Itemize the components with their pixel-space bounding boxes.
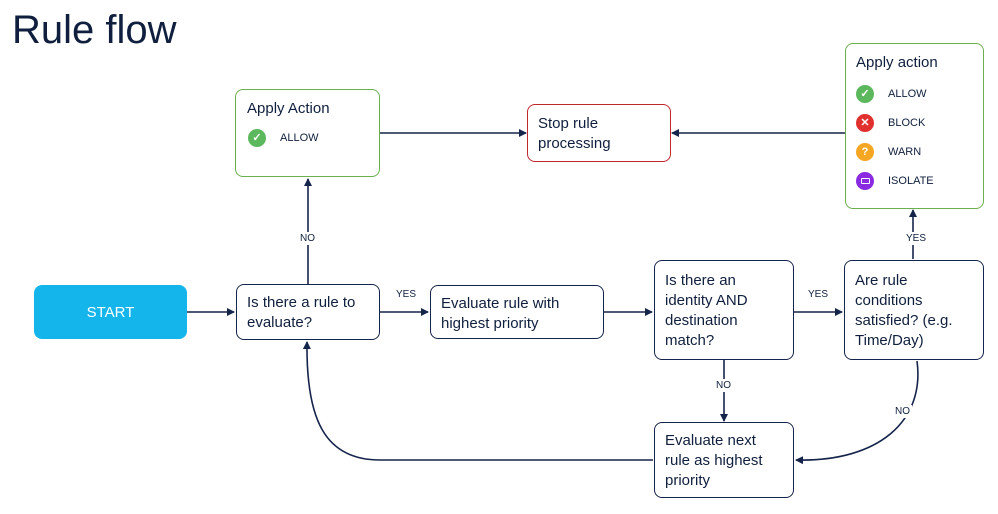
check-icon: ✓: [856, 84, 874, 103]
node-conditions: Are rule conditions satisfied? (e.g. Tim…: [844, 260, 984, 360]
action-label: ALLOW: [888, 87, 927, 100]
isolate-icon: [856, 171, 874, 190]
node-text: Is there a rule to evaluate?: [247, 294, 356, 331]
action-isolate: ISOLATE: [856, 166, 983, 195]
action-block: ✕ BLOCK: [856, 108, 983, 137]
node-text: Evaluate next rule as highest priority: [665, 432, 763, 489]
edge-label-yes: YES: [396, 289, 417, 300]
node-text: Evaluate rule with highest priority: [441, 295, 560, 332]
action-warn: ? WARN: [856, 137, 983, 166]
action-allow: ✓ ALLOW: [248, 123, 379, 152]
page-title: Rule flow: [12, 8, 177, 52]
node-evaluate-highest: Evaluate rule with highest priority: [430, 285, 604, 339]
apply-action-title: Apply action: [856, 54, 938, 71]
arrow-next-to-rule: [302, 341, 653, 461]
apply-action-right: Apply action ✓ ALLOW ✕ BLOCK ? WARN ISOL…: [845, 43, 984, 209]
edge-label-no: NO: [714, 379, 733, 392]
edge-label-no: NO: [298, 232, 317, 245]
node-text: Are rule conditions satisfied? (e.g. Tim…: [855, 272, 953, 349]
node-evaluate-next: Evaluate next rule as highest priority: [654, 422, 794, 498]
node-rule-to-evaluate: Is there a rule to evaluate?: [236, 284, 380, 340]
edge-label-yes: YES: [904, 232, 929, 245]
apply-action-title: Apply Action: [247, 100, 330, 117]
action-allow: ✓ ALLOW: [856, 79, 983, 108]
node-text: Is there an identity AND destination mat…: [665, 272, 748, 349]
action-label: BLOCK: [888, 116, 926, 129]
arrow-conditions-to-next: [795, 360, 919, 465]
start-node: START: [34, 285, 187, 339]
action-label: WARN: [888, 145, 922, 158]
check-icon: ✓: [248, 128, 266, 147]
node-text: Stop rule processing: [538, 115, 611, 152]
apply-action-left: Apply Action ✓ ALLOW: [235, 89, 380, 177]
node-identity-match: Is there an identity AND destination mat…: [654, 260, 794, 360]
action-label: ALLOW: [280, 131, 319, 144]
x-icon: ✕: [856, 113, 874, 132]
edge-label-yes: YES: [808, 289, 829, 300]
question-icon: ?: [856, 142, 874, 161]
edge-label-no: NO: [893, 405, 912, 418]
node-stop: Stop rule processing: [527, 104, 671, 162]
action-label: ISOLATE: [888, 174, 934, 187]
